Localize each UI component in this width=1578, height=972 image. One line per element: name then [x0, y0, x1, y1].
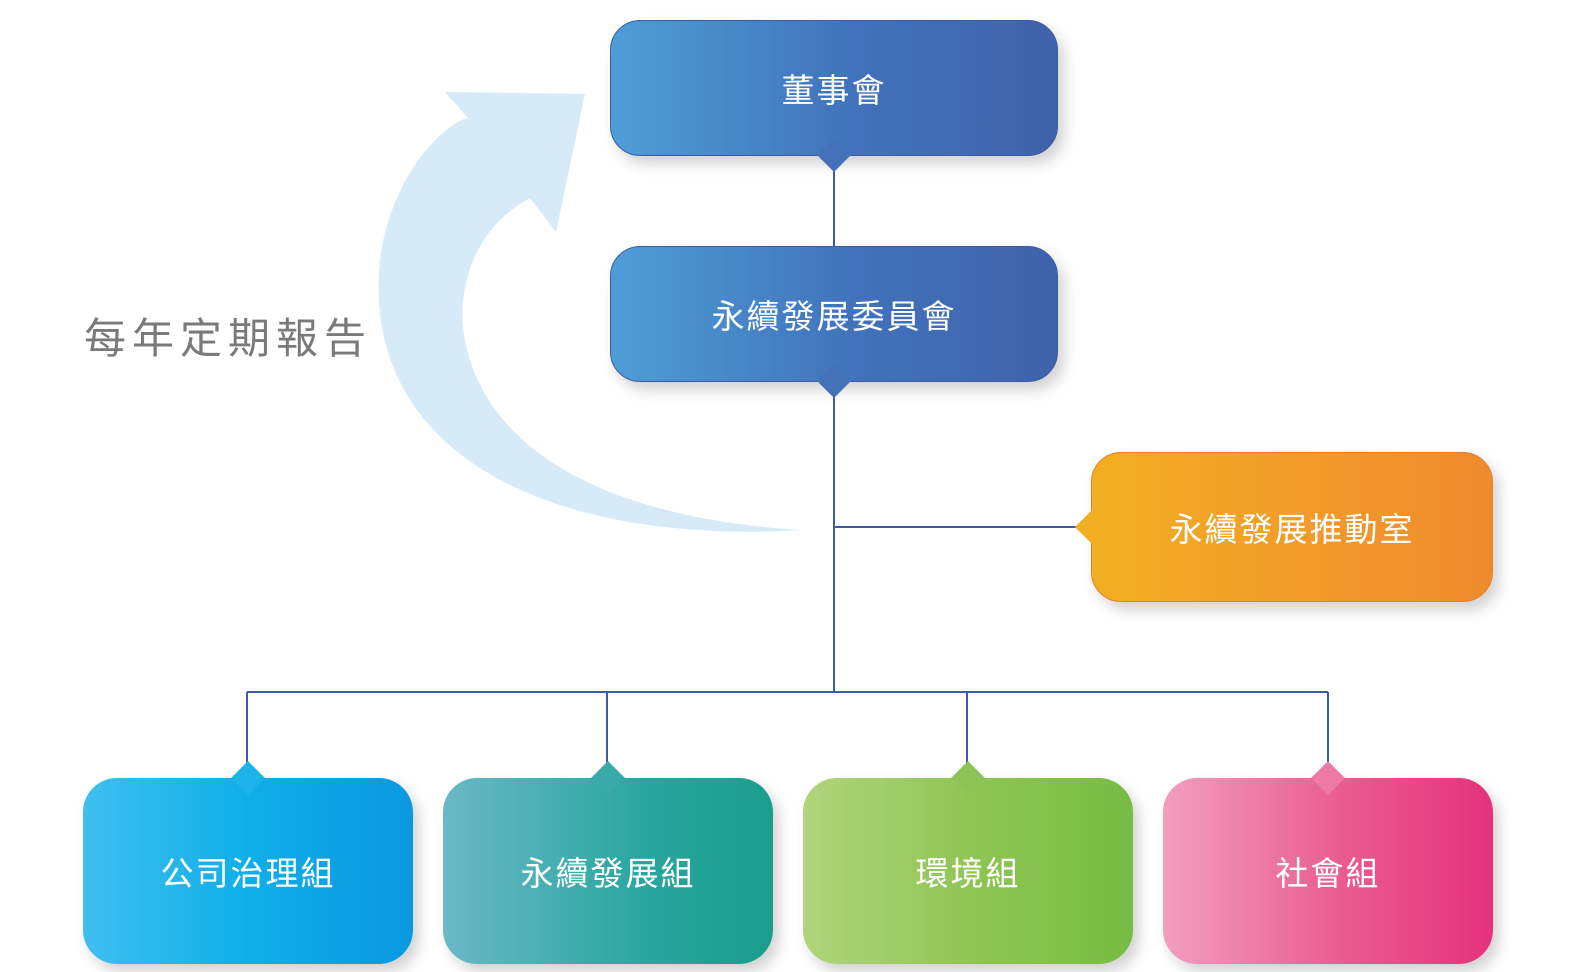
- annual-report-label: 每年定期報告: [84, 314, 373, 363]
- committee-node: 永續發展委員會: [610, 246, 1058, 398]
- committee-label: 永續發展委員會: [711, 297, 957, 336]
- report-arrow: [378, 92, 800, 532]
- office-node: 永續發展推動室: [1075, 452, 1493, 602]
- team-label: 公司治理組: [160, 854, 336, 893]
- team-node-social: 社會組: [1163, 761, 1493, 964]
- team-label: 環境組: [915, 854, 1021, 893]
- team-node-environment: 環境組: [803, 761, 1133, 964]
- team-node-sustainability: 永續發展組: [443, 761, 773, 964]
- team-node-governance: 公司治理組: [83, 761, 413, 964]
- team-label: 永續發展組: [520, 854, 696, 893]
- board-node: 董事會: [610, 20, 1058, 172]
- office-label: 永續發展推動室: [1169, 510, 1415, 549]
- board-label: 董事會: [781, 71, 887, 110]
- team-label: 社會組: [1275, 854, 1381, 893]
